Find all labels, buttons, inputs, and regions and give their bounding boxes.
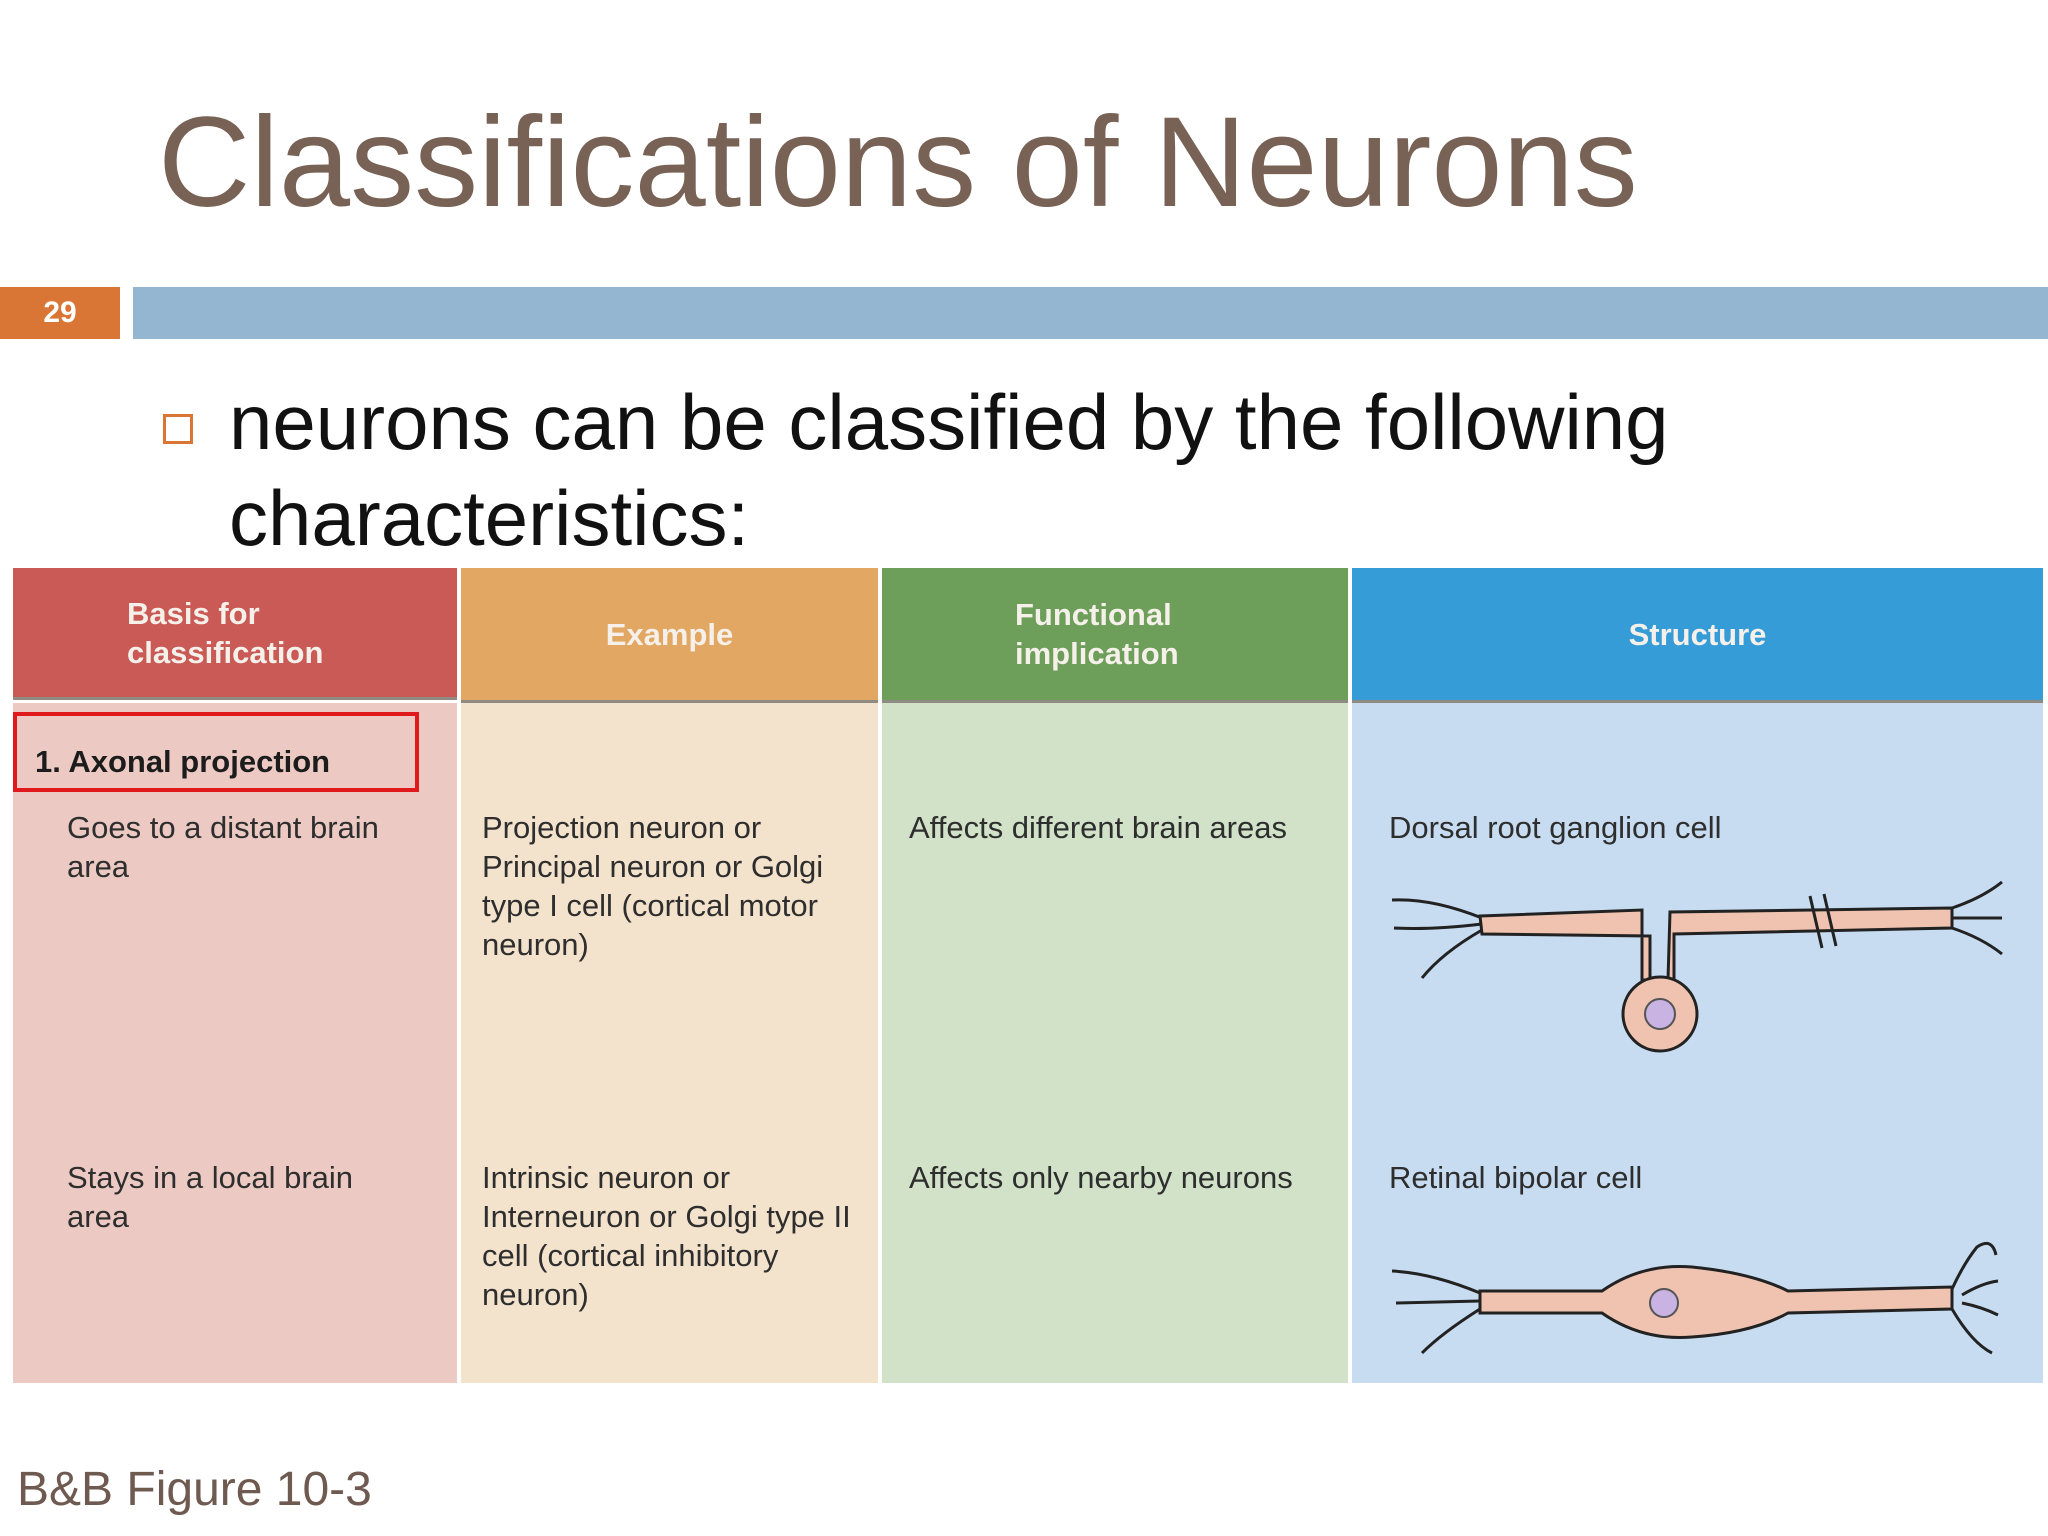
dorsal-root-ganglion-neuron-illustration — [1392, 880, 2003, 1053]
header-example-label: Example — [605, 616, 734, 652]
header-example: Example — [461, 568, 878, 703]
header-functional-label: Functional implication — [1015, 597, 1179, 671]
bullet-text: neurons can be classified by the followi… — [229, 378, 1669, 562]
column-example: Example Projection neuron or Principal n… — [461, 568, 878, 1383]
column-example-body — [461, 703, 878, 1383]
column-functional-body — [882, 703, 1348, 1383]
column-basis-body — [13, 703, 457, 1383]
header-structure: Structure — [1352, 568, 2043, 703]
square-bullet-icon — [163, 414, 193, 444]
section-label: 1. Axonal projection — [35, 744, 331, 779]
header-basis: Basis for classification — [13, 568, 457, 700]
row1-functional: Affects different brain areas — [909, 810, 1287, 845]
row2-basis: Stays in a local brain area — [67, 1160, 354, 1234]
row2-functional: Affects only nearby neurons — [909, 1160, 1293, 1195]
slide-title: Classifications of Neurons — [158, 91, 1638, 234]
row2-example: Intrinsic neuron or Interneuron or Golgi… — [482, 1160, 851, 1312]
retinal-bipolar-neuron-illustration — [1392, 1241, 1999, 1355]
header-structure-label: Structure — [1628, 616, 1767, 652]
row1-basis: Goes to a distant brain area — [67, 810, 379, 884]
figure-source: B&B Figure 10-3 — [17, 1463, 372, 1516]
row1-structure: Dorsal root ganglion cell — [1389, 810, 1722, 845]
column-functional: Functional implication Affects different… — [882, 568, 1348, 1383]
header-functional: Functional implication — [882, 568, 1348, 703]
column-basis: Basis for classification 1. Axonal proje… — [13, 568, 457, 1383]
row2-structure: Retinal bipolar cell — [1389, 1160, 1643, 1195]
header-bar — [133, 287, 2048, 339]
highlight-box — [13, 712, 419, 792]
header-basis-label: Basis for classification — [127, 595, 324, 670]
column-structure: Structure Dorsal root ganglion cell Reti… — [1352, 568, 2043, 1383]
slide-number-badge: 29 — [0, 287, 120, 339]
row1-example: Projection neuron or Principal neuron or… — [482, 810, 824, 962]
neuron-classification-table: Basis for classification 1. Axonal proje… — [13, 568, 2043, 1383]
